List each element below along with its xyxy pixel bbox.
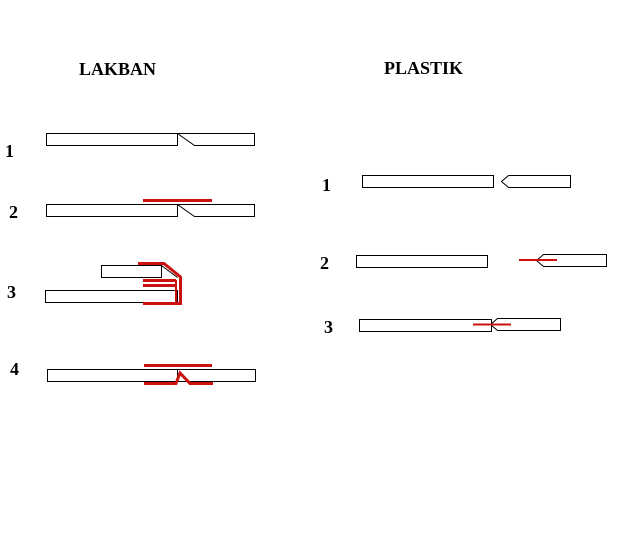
tape-wrap-outer	[138, 262, 182, 305]
strip-folded-top	[101, 265, 162, 278]
strip-left	[46, 204, 178, 217]
lakban-step-1-number: 1	[5, 141, 14, 161]
strip-left	[362, 175, 494, 188]
tape-bottom	[144, 370, 213, 385]
lakban-step-2-number: 2	[9, 202, 18, 222]
lakban-step-4: 4	[10, 359, 256, 385]
heading-plastik: PLASTIK	[384, 58, 463, 78]
heading-lakban: LAKBAN	[79, 59, 156, 79]
strip-right	[175, 204, 255, 217]
strip-fold-edge	[161, 265, 178, 278]
plastik-step-3-number: 3	[324, 317, 333, 337]
strip-left	[46, 133, 178, 146]
plastik-step-3: 3	[324, 317, 561, 337]
lakban-step-3: 3	[7, 262, 182, 305]
lakban-step-4-number: 4	[10, 359, 19, 379]
plastik-step-1: 1	[322, 175, 571, 195]
strip-left	[359, 319, 492, 332]
strip-right-arrow	[500, 175, 571, 188]
strip-left	[356, 255, 488, 268]
plastik-step-1-number: 1	[322, 175, 331, 195]
plastik-step-2: 2	[320, 253, 607, 273]
strip-left	[47, 369, 178, 382]
lakban-step-1: 1	[5, 133, 255, 161]
strip-bottom	[45, 290, 178, 303]
lakban-step-2: 2	[9, 199, 255, 222]
strip-right	[175, 133, 255, 146]
lakban-step-3-number: 3	[7, 282, 16, 302]
plastik-step-2-number: 2	[320, 253, 329, 273]
strip-right	[177, 369, 256, 382]
